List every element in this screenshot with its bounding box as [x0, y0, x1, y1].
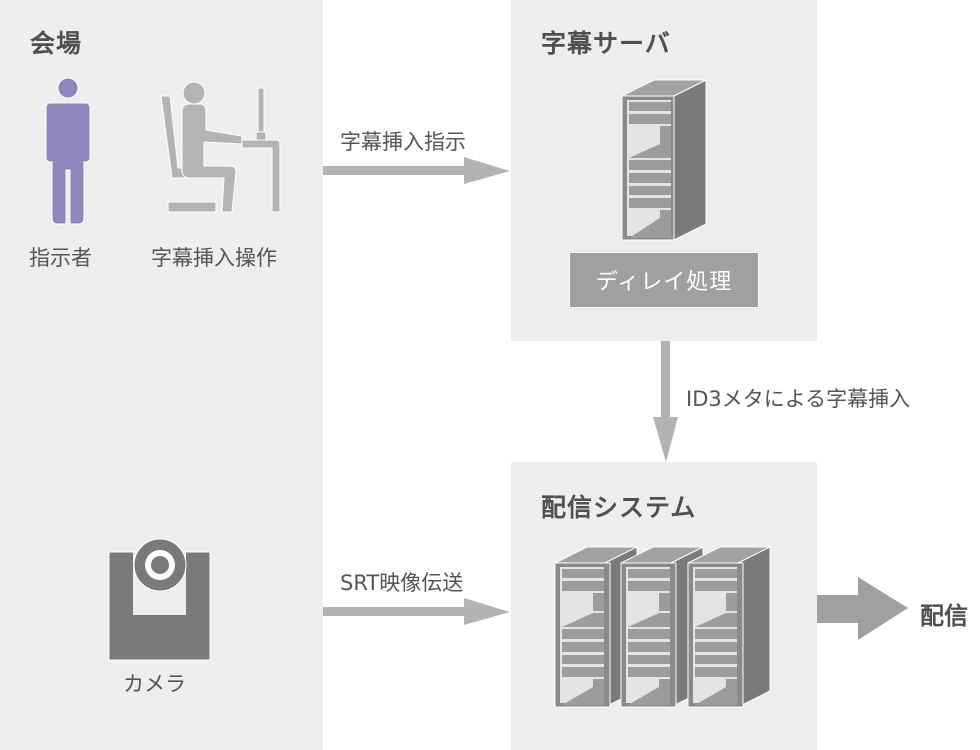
person-icon [45, 77, 91, 225]
id3-insert-arrow-label: ID3メタによる字幕挿入 [686, 387, 911, 411]
operator-at-desk-icon [160, 81, 281, 213]
distribution-system-title: 配信システム [541, 493, 697, 522]
director-label: 指示者 [29, 246, 92, 270]
server-rack-icon [621, 79, 707, 241]
id3-insert-arrow-icon [653, 341, 678, 462]
srt-transfer-arrow-icon [323, 598, 510, 625]
subtitle-server-title: 字幕サーバ [541, 29, 671, 58]
venue-title: 会場 [30, 29, 83, 58]
instruction-arrow-icon [323, 157, 510, 184]
camera-icon [108, 538, 211, 661]
camera-label: カメラ [123, 672, 186, 696]
server-racks-icon [554, 546, 771, 708]
output-label: 配信 [920, 602, 968, 630]
instruction-arrow-label: 字幕挿入指示 [340, 130, 466, 154]
delay-process-box: ディレイ処理 [569, 252, 759, 308]
srt-transfer-arrow-label: SRT映像伝送 [340, 571, 464, 595]
operator-label: 字幕挿入操作 [151, 246, 277, 270]
output-arrow-icon [817, 577, 908, 640]
